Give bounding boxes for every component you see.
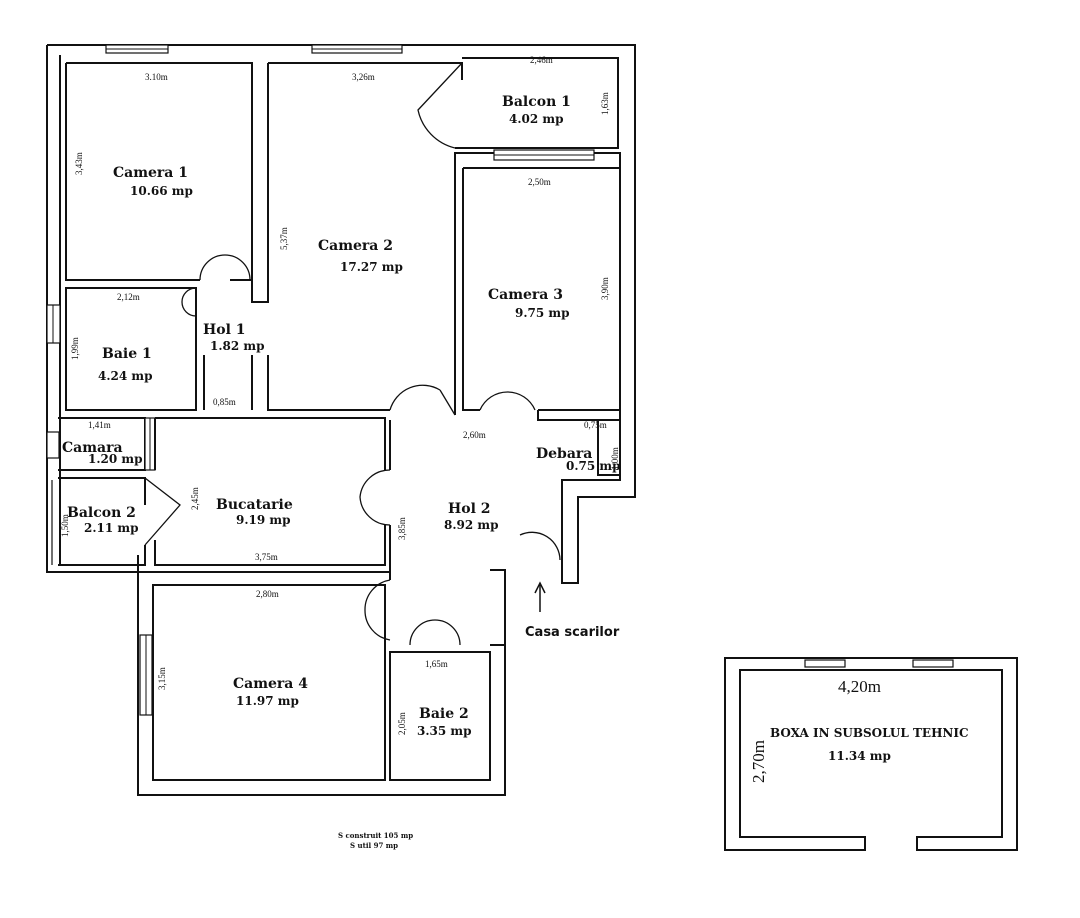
dim-baie2-width: 1,65m	[425, 659, 448, 669]
area-baie2: 3.35 mp	[417, 724, 472, 738]
storage-name: BOXA IN SUBSOLUL TEHNIC	[770, 726, 969, 740]
area-balcon2: 2.11 mp	[84, 521, 139, 535]
label-bucatarie: Bucatarie	[216, 497, 293, 513]
area-debara: 0.75 mp	[566, 459, 621, 473]
dim-camera2-width: 3,26m	[352, 72, 375, 82]
area-camara: 1.20 mp	[88, 452, 143, 466]
label-baie2: Baie 2	[419, 706, 469, 722]
label-balcon2: Balcon 2	[67, 505, 136, 521]
room-balcon-1: 2,46m 1,63m Balcon 1 4.02 mp	[417, 55, 619, 161]
dim-camera3-width: 2,50m	[528, 177, 551, 187]
label-camera2: Camera 2	[318, 238, 393, 254]
stairs-indicator: Casa scarilor	[525, 581, 620, 640]
area-bucatarie: 9.19 mp	[236, 513, 291, 527]
dim-camera2-height: 5,37m	[279, 227, 289, 250]
dim-balcon1-height: 1,63m	[600, 92, 610, 115]
room-camera-4: 2,80m 3,15m Camera 4 11.97 mp	[137, 555, 506, 796]
room-hol-1: 0,85m Hol 1 1.82 mp	[203, 322, 390, 411]
area-hol1: 1.82 mp	[210, 339, 265, 353]
label-hol2: Hol 2	[448, 501, 491, 517]
storage-window-1	[804, 659, 846, 668]
label-hol1: Hol 1	[203, 322, 246, 338]
label-baie1: Baie 1	[102, 346, 152, 362]
label-balcon1: Balcon 1	[502, 94, 571, 110]
room-debara: 0,75m 1,00m Debara 0.75 mp	[536, 420, 621, 476]
label-debara: Debara	[536, 446, 592, 462]
label-camera3: Camera 3	[488, 287, 563, 303]
area-camera4: 11.97 mp	[236, 694, 299, 708]
total-built: S construit 105 mp	[338, 831, 413, 840]
dim-camera4-height: 3,15m	[157, 667, 167, 690]
dim-camera1-height: 3,43m	[74, 152, 84, 175]
dim-baie1-height: 1,99m	[70, 337, 80, 360]
dim-balcon1-width: 2,46m	[530, 55, 553, 65]
label-camera4: Camera 4	[233, 676, 308, 692]
room-baie-1: 2,12m 1,99m Baie 1 4.24 mp	[46, 287, 197, 411]
stairs-label: Casa scarilor	[525, 625, 620, 640]
dim-debara-height: 1,00m	[610, 447, 620, 470]
label-camera1: Camera 1	[113, 165, 188, 181]
dim-debara-width: 0,75m	[584, 420, 607, 430]
room-hol-2: 2,60m 3,85m Hol 2 8.92 mp	[359, 384, 620, 646]
dim-camera4-width: 2,80m	[256, 589, 279, 599]
dim-balcon2-height: 1,50m	[60, 514, 70, 537]
dim-camera1-width: 3.10m	[145, 72, 168, 82]
dim-camera3-height: 3,90m	[600, 277, 610, 300]
window-camara-side	[46, 431, 60, 459]
dim-hol1-width: 0,85m	[213, 397, 236, 407]
room-camara: 1,41m Camara 1.20 mp	[46, 417, 156, 471]
dim-bucatarie-height: 2,45m	[190, 487, 200, 510]
room-baie-2: 1,65m 2,05m Baie 2 3.35 mp	[389, 651, 491, 781]
dim-baie1-width: 2,12m	[117, 292, 140, 302]
dim-bucatarie-width: 3,75m	[255, 552, 278, 562]
area-camera1: 10.66 mp	[130, 184, 193, 198]
dim-hol2-width: 2,60m	[463, 430, 486, 440]
area-balcon1: 4.02 mp	[509, 112, 564, 126]
storage-area: 11.34 mp	[828, 749, 891, 763]
area-baie1: 4.24 mp	[98, 369, 153, 383]
area-hol2: 8.92 mp	[444, 518, 499, 532]
room-camera-1: 3.10m 3,43m Camera 1 10.66 mp	[65, 62, 269, 303]
storage-window-2	[912, 659, 954, 668]
area-camera2: 17.27 mp	[340, 260, 403, 274]
room-bucatarie: 3,75m 2,45m Bucatarie 9.19 mp	[154, 417, 386, 566]
room-camera-3: 2,50m 3,90m Camera 3 9.75 mp	[462, 167, 621, 411]
dim-camara-width: 1,41m	[88, 420, 111, 430]
area-camera3: 9.75 mp	[515, 306, 570, 320]
total-useful: S util 97 mp	[350, 841, 398, 850]
dim-hol2-height: 3,85m	[397, 517, 407, 540]
dim-baie2-height: 2,05m	[397, 712, 407, 735]
label-camara: Camara	[62, 440, 123, 456]
room-balcon-2: 1,50m Balcon 2 2.11 mp	[51, 477, 181, 566]
dim-storage-width: 4,20m	[838, 677, 881, 696]
dim-storage-height: 2,70m	[749, 740, 768, 783]
storage-room: 4,20m 2,70m BOXA IN SUBSOLUL TEHNIC 11.3…	[724, 657, 1018, 851]
